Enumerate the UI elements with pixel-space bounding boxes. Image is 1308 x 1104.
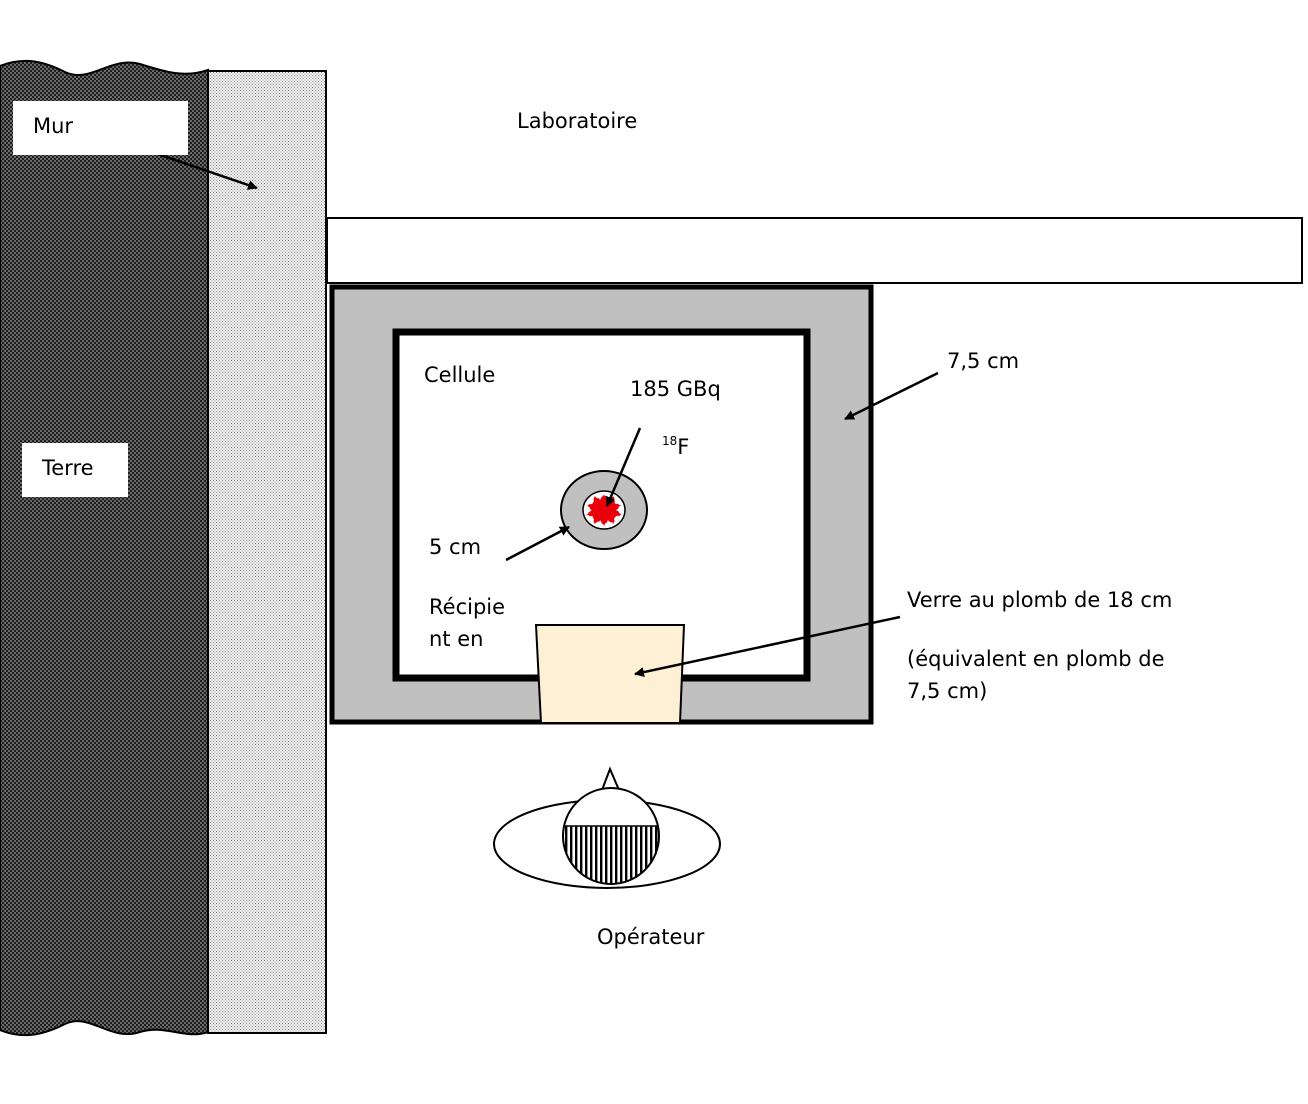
earth-region: [0, 59, 209, 1037]
label-mur: Mur: [13, 101, 188, 155]
label-glass-line3: 7,5 cm): [907, 679, 988, 703]
isotope-symbol: F: [677, 435, 690, 459]
label-glass-line2: (équivalent en plomb de: [907, 647, 1165, 671]
arrow-lead-glass: [634, 615, 901, 677]
label-cellule: Cellule: [424, 363, 496, 387]
operator-nose: [600, 766, 621, 791]
label-laboratoire: Laboratoire: [517, 109, 638, 133]
label-activity: 185 GBq: [630, 377, 721, 401]
label-container-line2: nt en: [429, 627, 484, 651]
lead-glass-window: [534, 624, 686, 724]
operator-figure: [493, 766, 721, 889]
arrow-container-thickness: [505, 525, 570, 562]
label-glass-line1: Verre au plomb de 18 cm: [907, 588, 1173, 612]
operator-head: [562, 787, 660, 885]
label-operator: Opérateur: [597, 925, 705, 949]
label-container-thickness: 5 cm: [429, 535, 482, 559]
label-terre: Terre: [22, 443, 128, 497]
arrow-activity: [605, 427, 642, 507]
wall: [207, 70, 327, 1034]
label-shield-thickness: 7,5 cm: [947, 349, 1020, 373]
label-container-line1: Récipie: [429, 595, 506, 619]
label-isotope: 18F: [662, 434, 689, 461]
isotope-mass-number: 18: [662, 434, 678, 448]
bench: [326, 217, 1303, 284]
arrow-shield-thickness: [844, 371, 939, 421]
